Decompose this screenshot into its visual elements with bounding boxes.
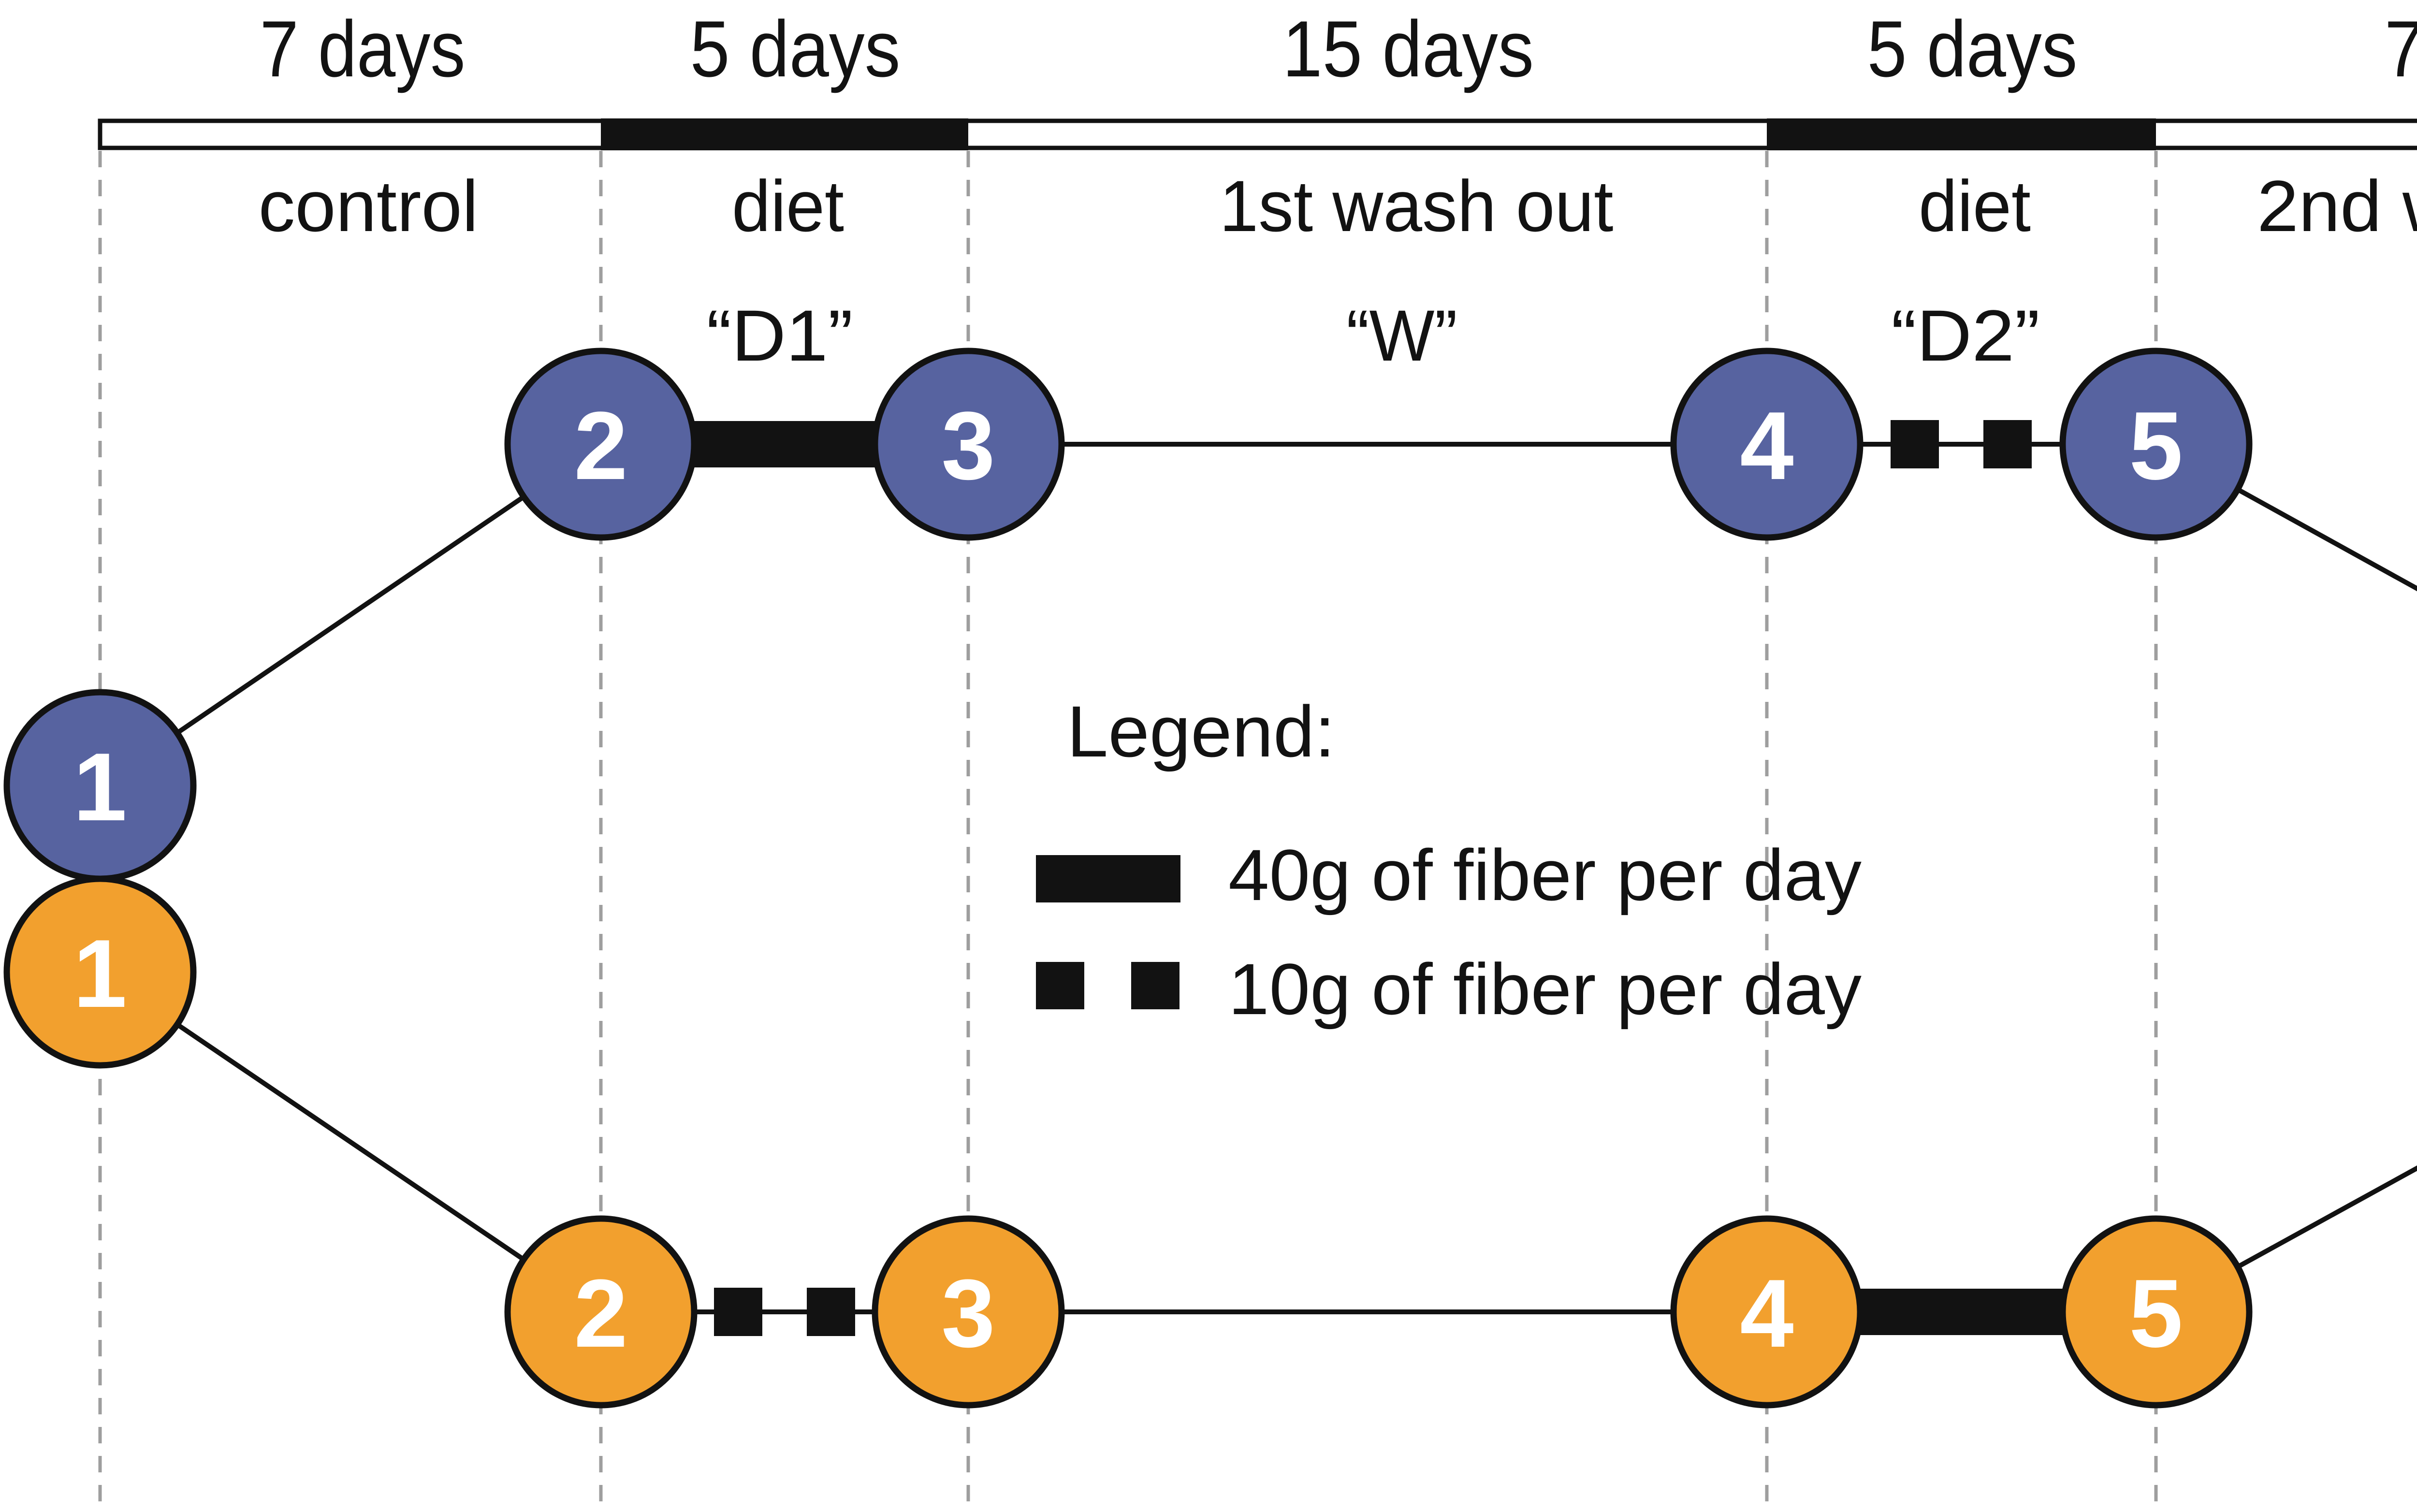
node-number: 2 xyxy=(574,392,627,500)
period-code-label: “W” xyxy=(1346,295,1457,376)
fiber-10g-square xyxy=(807,1288,855,1336)
edge-line-orange-1-2 xyxy=(99,970,602,1314)
edge-line-orange-5-6 xyxy=(2155,1165,2417,1314)
duration-label: 15 days xyxy=(1282,4,1534,93)
timeline-diet1-segment xyxy=(601,118,968,150)
phase-label: control xyxy=(259,165,479,247)
node-number: 5 xyxy=(2129,1260,2183,1367)
node-number: 4 xyxy=(1740,392,1793,500)
legend: Legend: 40g of fiber per day 10g of fibe… xyxy=(1036,691,1862,1030)
period-code-labels: “D1” “W” “D2” xyxy=(707,295,2040,376)
orange-node-5 xyxy=(2059,1215,2253,1409)
period-code-label: “D1” xyxy=(707,295,853,376)
legend-10g-label: 10g of fiber per day xyxy=(1228,948,1862,1030)
timeline-bar xyxy=(98,118,2417,150)
node-number: 3 xyxy=(941,392,995,500)
node-number: 2 xyxy=(574,1260,627,1367)
duration-label: 7 days xyxy=(260,4,466,93)
node-number: 1 xyxy=(73,733,127,841)
legend-title: Legend: xyxy=(1067,691,1335,772)
arm-edges xyxy=(99,442,2417,1314)
phase-label: diet xyxy=(1919,165,2031,247)
duration-label: 5 days xyxy=(1867,4,2078,93)
phase-label: 1st wash out xyxy=(1220,165,1614,247)
blue-arm-nodes: 1 2 3 4 5 6 xyxy=(3,348,2253,882)
duration-label: 7 days xyxy=(2385,4,2417,93)
legend-40g-label: 40g of fiber per day xyxy=(1228,834,1862,916)
fiber-10g-square xyxy=(714,1288,762,1336)
node-number: 1 xyxy=(73,920,127,1028)
legend-10g-swatch xyxy=(1131,962,1179,1009)
legend-40g-swatch xyxy=(1036,855,1180,902)
legend-10g-swatch xyxy=(1036,962,1084,1009)
fiber-10g-square xyxy=(1983,420,2032,468)
fiber-10g-square xyxy=(1891,420,1939,468)
duration-label: 5 days xyxy=(690,4,901,93)
phase-label: 2nd wash out xyxy=(2257,165,2417,247)
phase-label: diet xyxy=(732,165,844,247)
orange-node-4 xyxy=(1670,1215,1864,1409)
edge-line-blue-5-6 xyxy=(2155,442,2417,592)
orange-arm-nodes: 1 2 3 4 5 6 xyxy=(3,875,2253,1409)
blue-node-5 xyxy=(2059,348,2253,541)
blue-node-4 xyxy=(1670,348,1864,541)
timeline-diet2-segment xyxy=(1767,118,2156,150)
edge-line-blue-1-2 xyxy=(99,442,602,788)
period-code-label: “D2” xyxy=(1891,295,2040,376)
phase-labels: control diet 1st wash out diet 2nd wash … xyxy=(259,165,2417,247)
blue-node-3 xyxy=(872,348,1065,541)
node-number: 5 xyxy=(2129,392,2183,500)
blue-node-2 xyxy=(504,348,698,541)
node-number: 3 xyxy=(941,1260,995,1367)
orange-node-2 xyxy=(504,1215,698,1409)
orange-node-3 xyxy=(872,1215,1065,1409)
duration-labels: 7 days 5 days 15 days 5 days 7 days xyxy=(260,4,2417,93)
orange-node-1 xyxy=(3,875,197,1069)
node-number: 4 xyxy=(1740,1260,1793,1367)
